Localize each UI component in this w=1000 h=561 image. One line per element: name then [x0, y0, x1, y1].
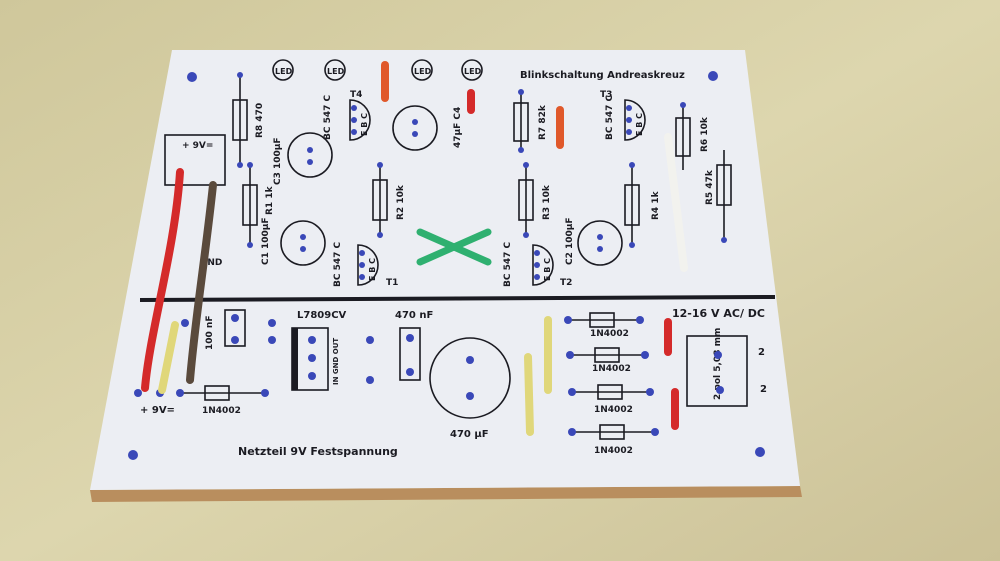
t3-label: T3: [600, 90, 612, 100]
solder-pads: [128, 71, 765, 460]
diode-label: 1N4002: [592, 364, 631, 374]
transistor-type-label: BC 547 C: [605, 94, 615, 140]
c3-label: C3 100µF: [273, 137, 283, 185]
board-title-bottom: Netzteil 9V Festspannung: [238, 445, 398, 458]
transistor-pin-label: E B C: [543, 258, 552, 281]
power-supply-section: 100 nF L7809CV IN GND OUT 470 nF 470 µF …: [140, 307, 767, 458]
transistor-pin-label: E B C: [635, 113, 644, 136]
section-divider: [139, 295, 776, 302]
circuit-board: [90, 50, 800, 490]
led-4: LED: [461, 59, 483, 81]
brown-wire[interactable]: [186, 181, 217, 384]
r1-label: R1 1k: [265, 185, 275, 215]
r6-label: R6 10k: [700, 116, 710, 152]
diode-label: 1N4002: [202, 406, 241, 416]
resistors: R8 470 R7 82k R1 1k R2 10k R3 10k R4 1k …: [232, 75, 732, 245]
transistor-pin-label: E B C: [360, 113, 369, 136]
r8-label: R8 470: [255, 103, 265, 138]
diode-label: 1N4002: [590, 329, 629, 339]
diode-label: 1N4002: [594, 405, 633, 415]
input-voltage-label: 12-16 V AC/ DC: [672, 307, 765, 320]
regulator-pins-label: IN GND OUT: [332, 338, 340, 385]
r4-label: R4 1k: [651, 190, 661, 220]
t1-label: T1: [386, 278, 398, 288]
red-wire[interactable]: [141, 168, 184, 392]
transistor-type-label: BC 547 C: [503, 241, 513, 287]
transistor-type-label: BC 547 C: [323, 94, 333, 140]
c2-label: C2 100µF: [565, 217, 575, 265]
c4-label: 47µF C4: [453, 107, 463, 148]
led-label: LED: [275, 67, 293, 76]
led-label: LED: [464, 67, 482, 76]
board-edge: [90, 486, 802, 502]
yellow-wire[interactable]: [524, 353, 534, 436]
t2-label: T2: [560, 278, 572, 288]
r2-label: R2 10k: [396, 184, 406, 220]
gnd-label: GND: [200, 258, 222, 268]
wires[interactable]: [141, 61, 688, 436]
connector-pin-label: 2: [758, 347, 765, 358]
power-in-label: + 9V=: [182, 141, 213, 151]
transistor-type-label: BC 547 C: [333, 241, 343, 287]
electrolytic-capacitors: C3 100µF 47µF C4 C1 100µF C2 100µF: [261, 105, 623, 266]
led-1: LED: [272, 59, 294, 81]
power-out-label: + 9V=: [140, 405, 175, 416]
yellow-wire[interactable]: [158, 321, 179, 394]
r7-label: R7 82k: [538, 104, 548, 140]
board-title-top: Blinkschaltung Andreaskreuz: [520, 70, 685, 81]
r5-label: R5 47k: [705, 169, 715, 205]
green-wire[interactable]: [416, 228, 492, 266]
connector-label: 2 pol 5,08 mm: [713, 328, 723, 400]
regulator-label: L7809CV: [297, 310, 347, 321]
led-label: LED: [327, 67, 345, 76]
led-group: LED LED LED LED: [272, 59, 483, 81]
transistor-pin-label: E B C: [368, 258, 377, 281]
led-2: LED: [324, 59, 346, 81]
power-input-box: [164, 134, 226, 186]
led-label: LED: [414, 67, 432, 76]
white-wire[interactable]: [664, 133, 688, 272]
r3-label: R3 10k: [542, 184, 552, 220]
t4-label: T4: [350, 90, 362, 100]
c470u-label: 470 µF: [450, 429, 489, 440]
led-3: LED: [411, 59, 433, 81]
c470n-label: 470 nF: [395, 310, 433, 321]
c100n-label: 100 nF: [205, 316, 215, 350]
c1-label: C1 100µF: [261, 217, 271, 265]
diode-label: 1N4002: [594, 446, 633, 456]
connector-pin-label: 2: [760, 384, 767, 395]
